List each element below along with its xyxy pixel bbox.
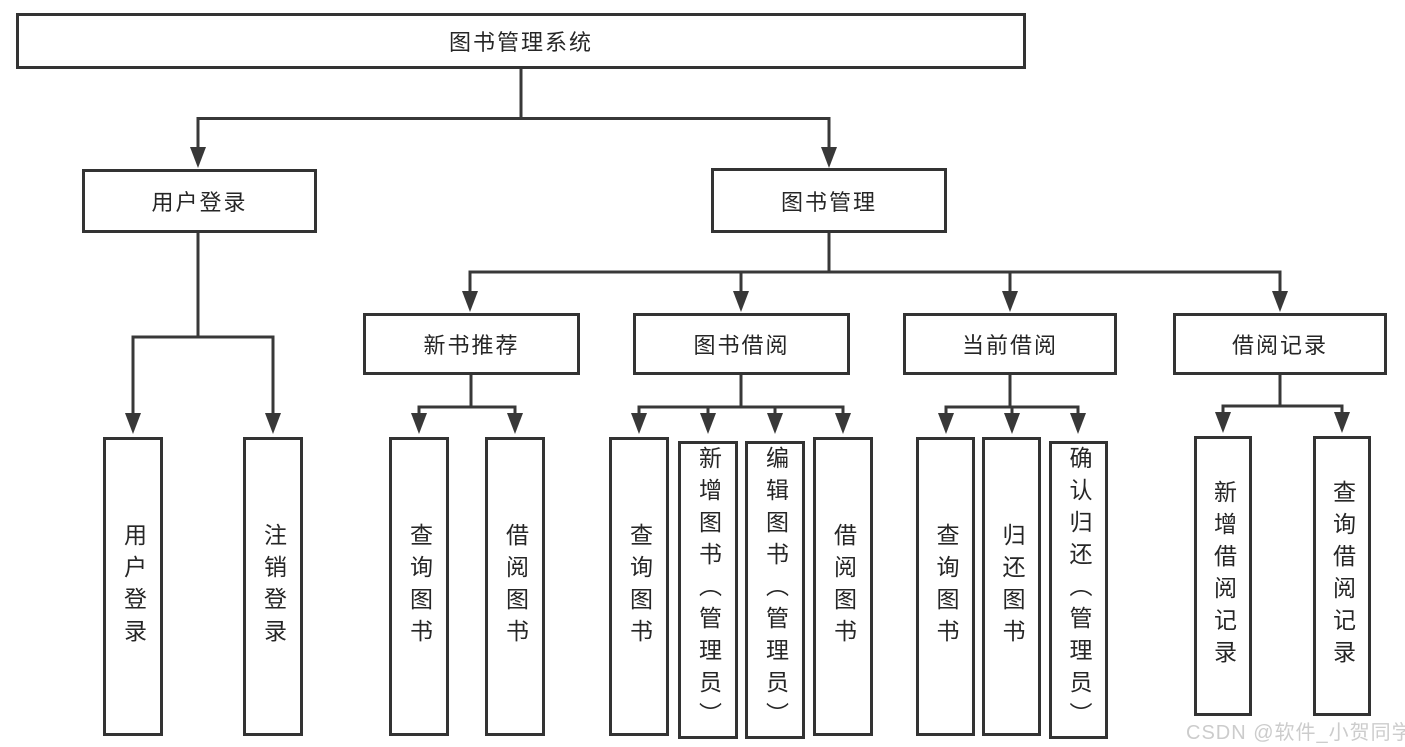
leaf-query-books-3: 查询图书 (916, 437, 975, 736)
node-book-management-branch: 图书管理 (711, 168, 947, 233)
node-borrowing-records: 借阅记录 (1173, 313, 1387, 375)
leaf-query-books-2: 查询图书 (609, 437, 669, 736)
leaf-logout: 注销登录 (243, 437, 303, 736)
leaf-borrow-books-2: 借阅图书 (813, 437, 873, 736)
watermark: CSDN @软件_小贺同学 (1186, 722, 1405, 744)
node-book-borrowing: 图书借阅 (633, 313, 850, 375)
leaf-edit-books-admin: 编辑图书（管理员） (745, 441, 805, 739)
leaf-query-borrow-record: 查询借阅记录 (1313, 436, 1371, 716)
leaf-add-borrow-record: 新增借阅记录 (1194, 436, 1252, 716)
node-user-login-branch: 用户登录 (82, 169, 317, 233)
arrowheads (125, 147, 1350, 434)
leaf-user-login: 用户登录 (103, 437, 163, 736)
node-root: 图书管理系统 (16, 13, 1026, 69)
leaf-return-books: 归还图书 (982, 437, 1041, 736)
leaf-borrow-books-1: 借阅图书 (485, 437, 545, 736)
leaf-query-books-1: 查询图书 (389, 437, 449, 736)
leaf-confirm-return-admin: 确认归还（管理员） (1049, 441, 1108, 739)
leaf-add-books-admin: 新增图书（管理员） (678, 441, 738, 739)
node-current-borrowing: 当前借阅 (903, 313, 1117, 375)
node-new-book-recommend: 新书推荐 (363, 313, 580, 375)
